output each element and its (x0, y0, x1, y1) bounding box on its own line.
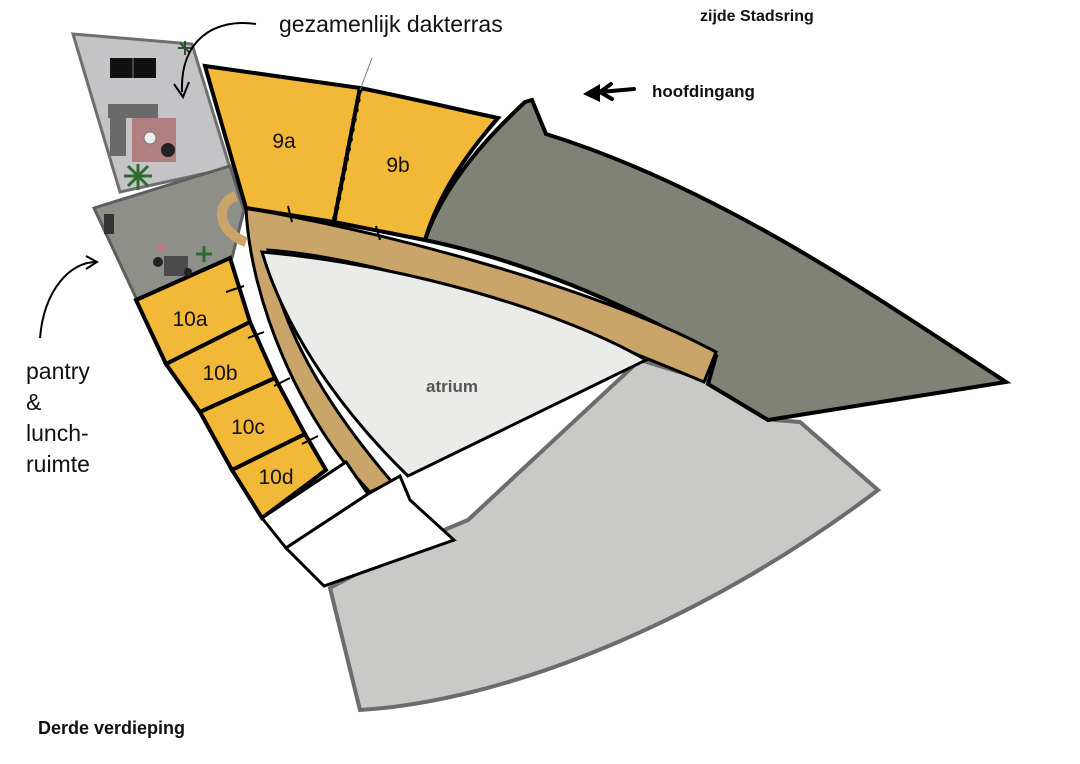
floor-label: Derde verdieping (38, 718, 186, 738)
pantry-label: pantry & lunch- ruimte (26, 358, 90, 477)
pantry-counter-icon (104, 214, 114, 234)
unit-9b (331, 85, 502, 243)
sofa-icon (108, 104, 158, 156)
lower-wing (327, 357, 882, 713)
divider-tick (359, 57, 373, 91)
atrium-area (259, 250, 650, 478)
pantry-annotation-arrow (39, 261, 97, 339)
corridor-curve (216, 191, 248, 247)
unit-label-9a: 9a (272, 130, 296, 153)
upper-wing (422, 97, 1012, 423)
unit-label-10c: 10c (231, 416, 265, 439)
corridor (244, 206, 718, 494)
terrace-arrowhead-icon (173, 81, 190, 100)
unit-label-10b: 10b (202, 362, 237, 385)
unit-divider-dotted (331, 87, 363, 225)
unit-label-10a: 10a (172, 308, 207, 331)
entrance-arrowhead-icon (583, 84, 600, 102)
unit-label-10d: 10d (258, 466, 293, 489)
roof-terrace-label: gezamenlijk dakterras (279, 11, 503, 37)
door-ticks (225, 205, 381, 445)
main-entrance-label: hoofdingang (652, 82, 755, 101)
unit-10d (229, 431, 329, 521)
city-side-label: zijde Stadsring (700, 8, 814, 25)
pantry-plant-icon (196, 246, 212, 262)
pantry-arrowhead-icon (85, 255, 99, 270)
entrance-arrow-icon (588, 82, 636, 101)
terrace-annotation-arrow (180, 22, 257, 93)
atrium-label: atrium (426, 377, 478, 396)
unit-label-9b: 9b (386, 154, 409, 177)
plant-icon (124, 164, 152, 190)
pantry-seating-icon (153, 243, 192, 276)
service-room-2 (283, 473, 457, 588)
plant-icon-2 (178, 41, 192, 55)
table-icon (110, 58, 156, 78)
stool-icon (143, 131, 157, 145)
chair-icon (161, 143, 175, 157)
